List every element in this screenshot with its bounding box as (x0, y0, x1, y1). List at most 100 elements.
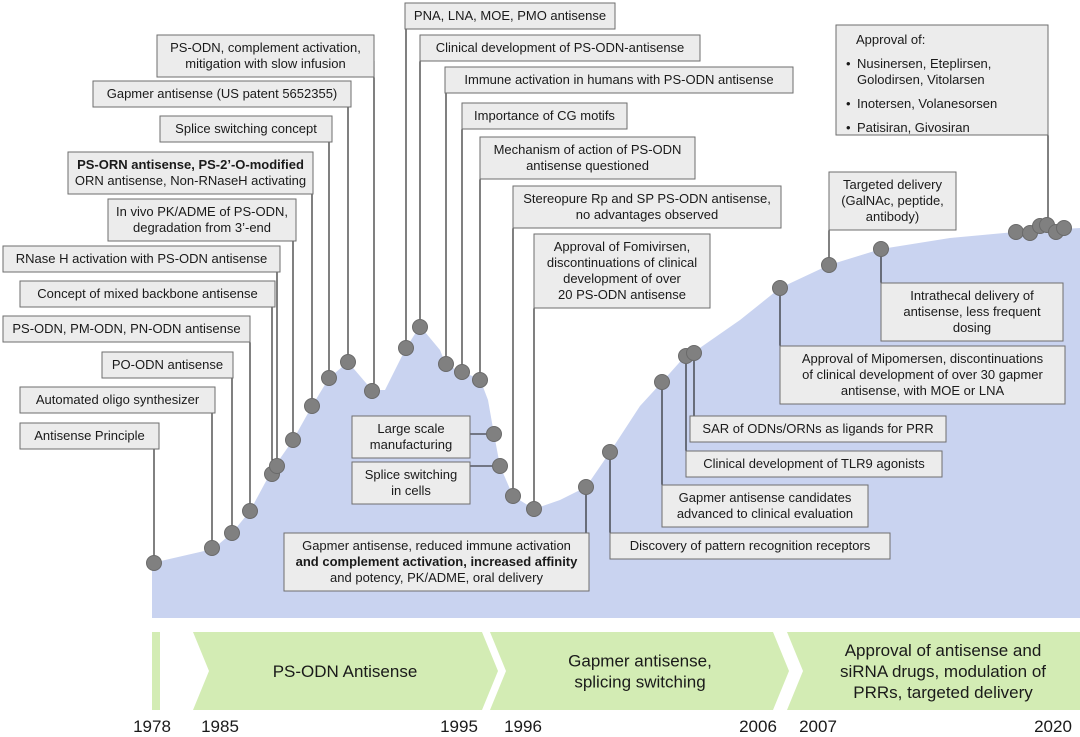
event-dot (438, 356, 454, 372)
event-label: PO-ODN antisense (101, 351, 234, 379)
approval-item-line: Patisiran, Givosiran (857, 120, 970, 135)
event-label-line: ORN antisense, Non-RNaseH activating (75, 173, 306, 188)
era-label-line: Gapmer antisense, (568, 652, 712, 671)
era-label-line: splicing switching (574, 673, 705, 692)
event-label-box (283, 532, 590, 592)
event-label-line: and potency, PK/ADME, oral delivery (330, 570, 543, 585)
event-dot (472, 372, 488, 388)
event-label-line: Gapmer antisense (US patent 5652355) (107, 86, 338, 101)
event-label-line: antisense, less frequent (903, 304, 1041, 319)
approval-bullet: • (846, 56, 851, 71)
event-label: Importance of CG motifs (461, 102, 628, 130)
event-label-line: PS-ORN antisense, PS-2’-O-modified (77, 157, 304, 172)
event-dot (204, 540, 220, 556)
year-label: 1985 (201, 717, 239, 736)
era-label-line: PRRs, targeted delivery (853, 683, 1033, 702)
approval-box-frame (835, 24, 1049, 136)
event-label-line: SAR of ODNs/ORNs as ligands for PRR (702, 421, 933, 436)
event-label-box (101, 351, 234, 379)
event-label-line: antibody) (866, 209, 919, 224)
event-label: Targeted delivery(GalNAc, peptide,antibo… (828, 171, 957, 231)
event-label-line: Automated oligo synthesizer (36, 392, 200, 407)
event-label-line: (GalNAc, peptide, (841, 193, 944, 208)
event-dot (340, 354, 356, 370)
era-label-line: siRNA drugs, modulation of (840, 662, 1046, 681)
event-label-line: PO-ODN antisense (112, 357, 223, 372)
event-label-box (92, 80, 352, 108)
event-dot (285, 432, 301, 448)
event-dot (242, 503, 258, 519)
era-approval (787, 632, 1080, 710)
event-label-line: and complement activation, increased aff… (296, 554, 579, 569)
year-label: 1995 (440, 717, 478, 736)
event-label-box (828, 171, 957, 231)
event-dot (686, 345, 702, 361)
event-label-line: Targeted delivery (843, 177, 942, 192)
event-label-box (689, 415, 947, 443)
year-label: 2020 (1034, 717, 1072, 736)
era-gapmer (490, 632, 789, 710)
event-label-box (419, 34, 701, 62)
event-dot (1008, 224, 1024, 240)
event-label-box (351, 415, 471, 459)
event-label-line: Gapmer antisense candidates (679, 490, 852, 505)
event-label-box (159, 115, 333, 143)
year-label: 2007 (799, 717, 837, 736)
event-label-line: in cells (391, 483, 431, 498)
event-label-line: of clinical development of over 30 gapme… (802, 367, 1043, 382)
event-label-line: Discovery of pattern recognition recepto… (630, 538, 871, 553)
event-dot (526, 501, 542, 517)
event-dot (454, 364, 470, 380)
event-dot (398, 340, 414, 356)
event-label-box (351, 461, 471, 505)
event-label-box (2, 315, 251, 343)
event-label: Antisense Principle (19, 422, 160, 450)
event-label-line: discontinuations of clinical (547, 255, 697, 270)
event-label-line: Clinical development of PS-ODN-antisense (436, 40, 685, 55)
event-label-box (19, 280, 276, 308)
event-label-line: Splice switching (365, 467, 458, 482)
event-label-box (609, 532, 891, 560)
event-label: Immune activation in humans with PS-ODN … (444, 66, 794, 94)
event-label-box (404, 2, 616, 30)
event-label: In vivo PK/ADME of PS-ODN,degradation fr… (107, 198, 297, 242)
event-label: Automated oligo synthesizer (19, 386, 216, 414)
event-label: SAR of ODNs/ORNs as ligands for PRR (689, 415, 947, 443)
event-label: Gapmer antisense (US patent 5652355) (92, 80, 352, 108)
event-dot (654, 374, 670, 390)
event-dot (486, 426, 502, 442)
event-label-line: Immune activation in humans with PS-ODN … (464, 72, 773, 87)
event-dot (146, 555, 162, 571)
event-label-box (661, 484, 869, 528)
event-label-line: Antisense Principle (34, 428, 145, 443)
event-label-line: Mechanism of action of PS-ODN (494, 142, 682, 157)
event-dot (269, 458, 285, 474)
year-label: 1978 (133, 717, 171, 736)
event-label: Discovery of pattern recognition recepto… (609, 532, 891, 560)
event-label-box (19, 386, 216, 414)
event-dot (304, 398, 320, 414)
year-label: 1996 (504, 717, 542, 736)
event-label: PNA, LNA, MOE, PMO antisense (404, 2, 616, 30)
event-label: PS-ODN, complement activation,mitigation… (156, 34, 375, 78)
era-label-line: PS-ODN Antisense (273, 662, 418, 681)
event-label-line: Splice switching concept (175, 121, 317, 136)
event-label-box (512, 185, 782, 229)
event-label-line: no advantages observed (576, 207, 718, 222)
event-label-line: development of over (563, 271, 681, 286)
leader-lines (153, 29, 1049, 563)
event-label-line: PS-ODN, complement activation, (170, 40, 361, 55)
event-label: RNase H activation with PS-ODN antisense (2, 245, 281, 273)
approval-heading: Approval of: (856, 32, 925, 47)
event-dot (321, 370, 337, 386)
event-label: Approval of Fomivirsen,discontinuations … (533, 233, 711, 309)
event-label: Clinical development of TLR9 agonists (685, 450, 943, 478)
event-dot (505, 488, 521, 504)
approval-item-line: Inotersen, Volanesorsen (857, 96, 997, 111)
